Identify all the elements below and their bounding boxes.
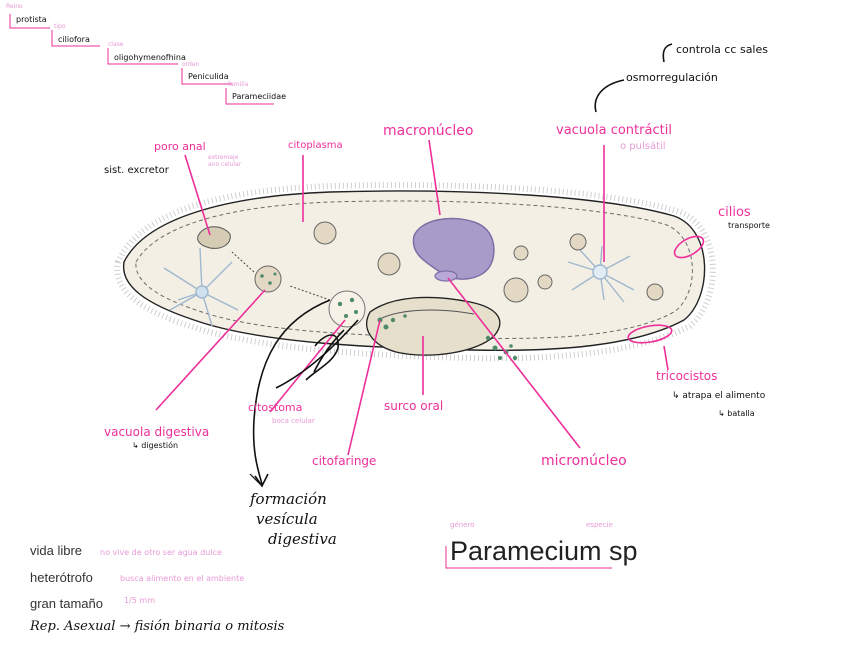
pointer-lines — [155, 139, 705, 456]
poro-anal-sub: extremaje ano celular — [208, 154, 242, 169]
species-bracket — [445, 546, 612, 569]
black-lines — [249, 43, 673, 488]
food-vacuole — [313, 221, 337, 245]
taxonomy-brackets — [9, 14, 274, 105]
digestive-vacuole — [254, 265, 282, 293]
orden-tag: orden — [182, 61, 200, 68]
orden-value: Peniculida — [188, 72, 229, 81]
note-detail-3: 1/5 mm — [124, 596, 156, 605]
vacuola-digestiva-label: vacuola digestiva — [104, 425, 210, 439]
familia-value: Parameciidae — [232, 92, 287, 101]
note-label-3: gran tamaño — [30, 596, 103, 611]
formacion-line1: formación — [250, 490, 327, 508]
citofaringe-label: citofaringe — [312, 454, 377, 468]
food-vacuole — [569, 233, 587, 251]
note-detail-1: no vive de otro ser agua dulce — [100, 548, 222, 557]
poro-anal-label: poro anal — [154, 140, 206, 153]
sist-excretor-label: sist. excretor — [104, 165, 169, 176]
reproduction-note: Rep. Asexual → fisión binaria o mitosis — [30, 619, 285, 634]
cilios-sub: transporte — [728, 221, 770, 230]
especie-tag: especie — [586, 521, 613, 529]
note-label-2: heterótrofo — [30, 570, 93, 585]
flow-arrows — [231, 251, 331, 301]
cilios-label: cilios — [718, 205, 751, 220]
macronucleo-label: macronúcleo — [383, 123, 474, 139]
clase-value: oligohymenofhina — [114, 53, 186, 62]
oral-groove-inner — [377, 309, 475, 321]
surco-oral-label: surco oral — [384, 399, 444, 413]
tipo-tag: tipo — [54, 23, 66, 30]
forming-vacuole — [328, 290, 366, 328]
micronucleo-label: micronúcleo — [541, 453, 627, 469]
food-vacuole — [646, 283, 664, 301]
food-vacuole — [513, 245, 529, 261]
vacuola-contractil-label: vacuola contráctil — [556, 123, 672, 138]
citoplasma-label: citoplasma — [288, 140, 343, 151]
tricocitos-label: tricocistos — [656, 369, 718, 383]
food-vacuole — [377, 252, 401, 276]
granules — [260, 272, 518, 361]
genero-tag: género — [450, 521, 475, 529]
vacuola-digestiva-sub: ↳ digestión — [132, 441, 179, 450]
note-label-1: vida libre — [30, 543, 83, 558]
tipo-value: ciliofora — [58, 35, 90, 44]
tricocitos-sub2: ↳ batalla — [718, 409, 755, 418]
controla-label: controla cc sales — [676, 43, 768, 56]
anal-pore-vacuole — [197, 226, 231, 249]
formacion-line3: digestiva — [268, 530, 337, 548]
contractile-vacuole-right — [567, 245, 635, 303]
tricocitos-sub1: ↳ atrapa el alimento — [672, 391, 766, 401]
osmorregulacion-label: osmorregulación — [626, 71, 718, 84]
micronucleus — [434, 270, 458, 282]
cell-membrane — [122, 190, 706, 352]
citostoma-sub: boca celular — [272, 417, 315, 425]
note-detail-2: busca alimento en el ambiente — [120, 574, 245, 583]
reino-tag: Reino — [6, 3, 23, 10]
formacion-line2: vesícula — [256, 510, 318, 528]
citostoma-label: citostoma — [248, 401, 303, 414]
vacuola-contractil-sub: o pulsátil — [620, 141, 666, 152]
contractile-vacuole-left — [163, 247, 239, 327]
food-vacuole — [503, 277, 529, 303]
familia-tag: familia — [228, 81, 249, 88]
species-name: Paramecium sp — [450, 536, 638, 566]
clase-tag: clase — [108, 41, 124, 48]
macronucleus — [412, 217, 495, 280]
food-vacuole — [537, 274, 553, 290]
reino-value: protista — [16, 15, 47, 24]
